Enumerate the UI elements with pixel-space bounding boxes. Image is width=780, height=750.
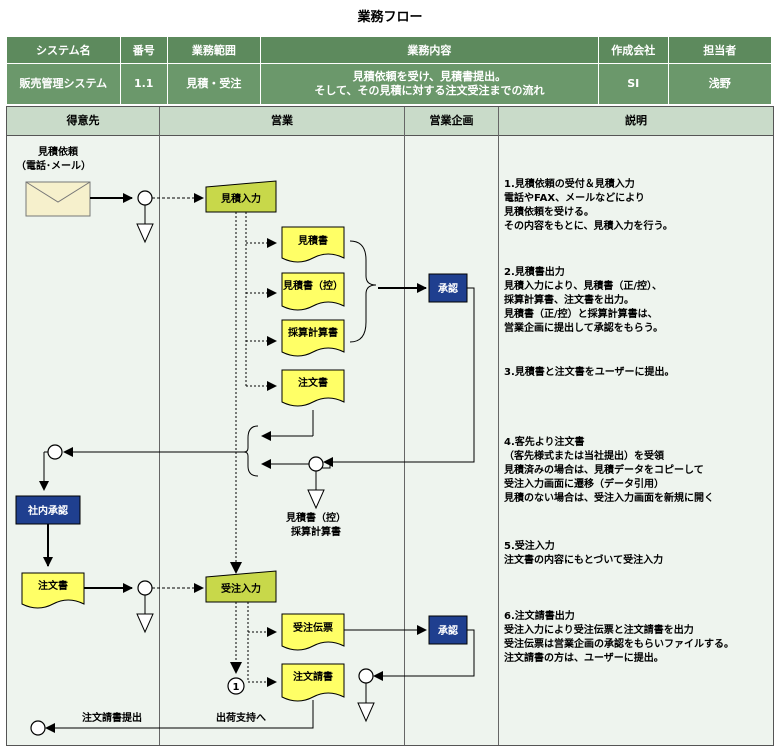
description-line: 2.見積書出力 <box>504 267 565 278</box>
description-line: 4.客先より注文書 <box>504 437 585 448</box>
lane-customer: 得意先 <box>7 107 159 136</box>
ack-submit-label: 注文請書提出 <box>82 713 142 724</box>
approve-label: 承認 <box>438 282 458 295</box>
merge-brace <box>243 425 259 477</box>
order-form-document: 注文書 <box>281 369 345 407</box>
scope: 見積・受注 <box>166 63 261 105</box>
approve-box <box>428 273 468 303</box>
storage-triangle <box>136 613 154 634</box>
storage-triangle <box>136 223 154 244</box>
description-line: 注文書の内容にもとづいて受注入力 <box>504 555 664 566</box>
description-step-2: 2.見積書出力 見積入力により、見積書（正/控）、 採算計算書、注文書を出力。 … <box>504 266 663 336</box>
company: SI <box>597 63 669 105</box>
content-line2: そして、その見積に対する注文受注までの流れ <box>314 84 545 97</box>
description-line: 見積入力により、見積書（正/控）、 <box>504 281 663 292</box>
description-line: 1.見積依頼の受付＆見積入力 <box>504 179 635 190</box>
description-line: 注文請書の方は、ユーザーに提出。 <box>504 653 664 664</box>
quote-copy-document: 見積書（控） <box>281 272 345 311</box>
storage-triangle <box>357 702 375 723</box>
grouping-brace <box>349 240 377 343</box>
connector-label: 1 <box>233 682 240 693</box>
order-slip-document: 受注伝票 <box>281 613 345 651</box>
internal-approval-label: 社内承認 <box>27 504 68 517</box>
lane-description: 説明 <box>499 107 773 136</box>
quote-entry-label: 見積入力 <box>220 192 261 205</box>
lane-sales-planning: 営業企画 <box>405 107 498 136</box>
junction-circle <box>47 444 63 460</box>
order-form-label: 注文書 <box>298 376 328 389</box>
header-scope: 業務範囲 <box>166 36 261 64</box>
order-slip-label: 受注伝票 <box>293 621 333 634</box>
approve-box <box>428 615 468 645</box>
junction-circle <box>30 720 46 736</box>
quote-document: 見積書 <box>281 226 345 263</box>
description-step-4: 4.客先より注文書 （客先様式または当社提出）を受領 見積済みの場合は、見積デー… <box>504 436 714 506</box>
storage-triangle <box>307 489 325 510</box>
description-step-3: 3.見積書と注文書をユーザーに提出。 <box>504 366 675 380</box>
description-line: 5.受注入力 <box>504 541 555 552</box>
description-step-6: 6.注文請書出力 受注入力により受注伝票と注文請書を出力 受注伝票は営業企画の承… <box>504 610 734 666</box>
description-line: 見積依頼を受ける。 <box>504 207 594 218</box>
description-line: 3.見積書と注文書をユーザーに提出。 <box>504 367 675 378</box>
lane-divider <box>404 107 405 745</box>
quote-label: 見積書 <box>297 234 328 247</box>
order-entry-process <box>205 570 277 603</box>
lane-sales: 営業 <box>160 107 404 136</box>
page-title: 業務フロー <box>357 10 423 25</box>
calc-sheet-document: 採算計算書 <box>281 319 345 357</box>
junction-circle <box>358 668 374 684</box>
description-line: 受注入力画面に遷移（データ引用） <box>504 479 664 490</box>
lane-divider <box>159 107 160 745</box>
content: 見積依頼を受け、見積書提出。 そして、その見積に対する注文受注までの流れ <box>259 63 599 105</box>
envelope-icon <box>25 181 91 217</box>
junction-circle <box>308 456 324 472</box>
copy-output-line1: 見積書（控） <box>286 513 346 524</box>
description-step-5: 5.受注入力 注文書の内容にもとづいて受注入力 <box>504 540 663 568</box>
customer-order-document: 注文書 <box>21 572 85 609</box>
junction-circle <box>137 190 153 206</box>
description-line: （客先様式または当社提出）を受領 <box>504 451 664 462</box>
quote-copy-label: 見積書（控） <box>282 279 343 292</box>
description-line: その内容をもとに、見積入力を行う。 <box>504 221 673 232</box>
description-line: 採算計算書、注文書を出力。 <box>504 295 634 306</box>
meta-table: システム名 番号 業務範囲 業務内容 作成会社 担当者 販売管理システム 1.1… <box>6 36 773 105</box>
copy-output-label: 見積書（控） 採算計算書 <box>278 512 354 540</box>
calc-sheet-label: 採算計算書 <box>288 326 338 339</box>
copy-output-line2: 採算計算書 <box>291 527 341 538</box>
header-content: 業務内容 <box>259 36 599 64</box>
request-label: 見積依頼 （電話･メール） <box>16 146 91 174</box>
description-line: 受注伝票は営業企画の承認をもらいファイルする。 <box>504 639 734 650</box>
description-line: 6.注文請書出力 <box>504 611 575 622</box>
swimlanes: 得意先 営業 営業企画 説明 <box>6 106 774 746</box>
request-label-line1: 見積依頼 <box>38 147 78 158</box>
description-line: 見積書（正/控）と採算計算書は、 <box>504 309 658 320</box>
person: 浅野 <box>667 63 773 105</box>
customer-order-label: 注文書 <box>38 579 68 592</box>
order-ack-label: 注文請書 <box>293 670 333 683</box>
description-line: 営業企画に提出して承認をもらう。 <box>504 323 664 334</box>
order-entry-label: 受注入力 <box>221 582 261 595</box>
approve-label: 承認 <box>438 624 458 637</box>
content-line1: 見積依頼を受け、見積書提出。 <box>352 70 507 84</box>
request-label-line2: （電話･メール） <box>16 161 91 172</box>
quote-entry-process <box>205 180 277 213</box>
connector-circle <box>227 677 245 695</box>
description-step-1: 1.見積依頼の受付＆見積入力 電話やFAX、メールなどにより 見積依頼を受ける。… <box>504 178 673 234</box>
description-line: 見積済みの場合は、見積データをコピーして <box>504 465 704 476</box>
description-line: 電話やFAX、メールなどにより <box>504 193 645 204</box>
lane-divider <box>498 107 499 745</box>
internal-approval-box <box>15 495 81 525</box>
system-name: 販売管理システム <box>6 63 121 105</box>
order-ack-document: 注文請書 <box>281 663 345 702</box>
junction-circle <box>137 580 153 596</box>
description-line: 受注入力により受注伝票と注文請書を出力 <box>504 625 694 636</box>
description-line: 見積のない場合は、受注入力画面を新規に開く <box>504 493 714 504</box>
header-company: 作成会社 <box>597 36 669 64</box>
to-shipping-label: 出荷支持へ <box>216 713 266 724</box>
header-number: 番号 <box>119 36 168 64</box>
